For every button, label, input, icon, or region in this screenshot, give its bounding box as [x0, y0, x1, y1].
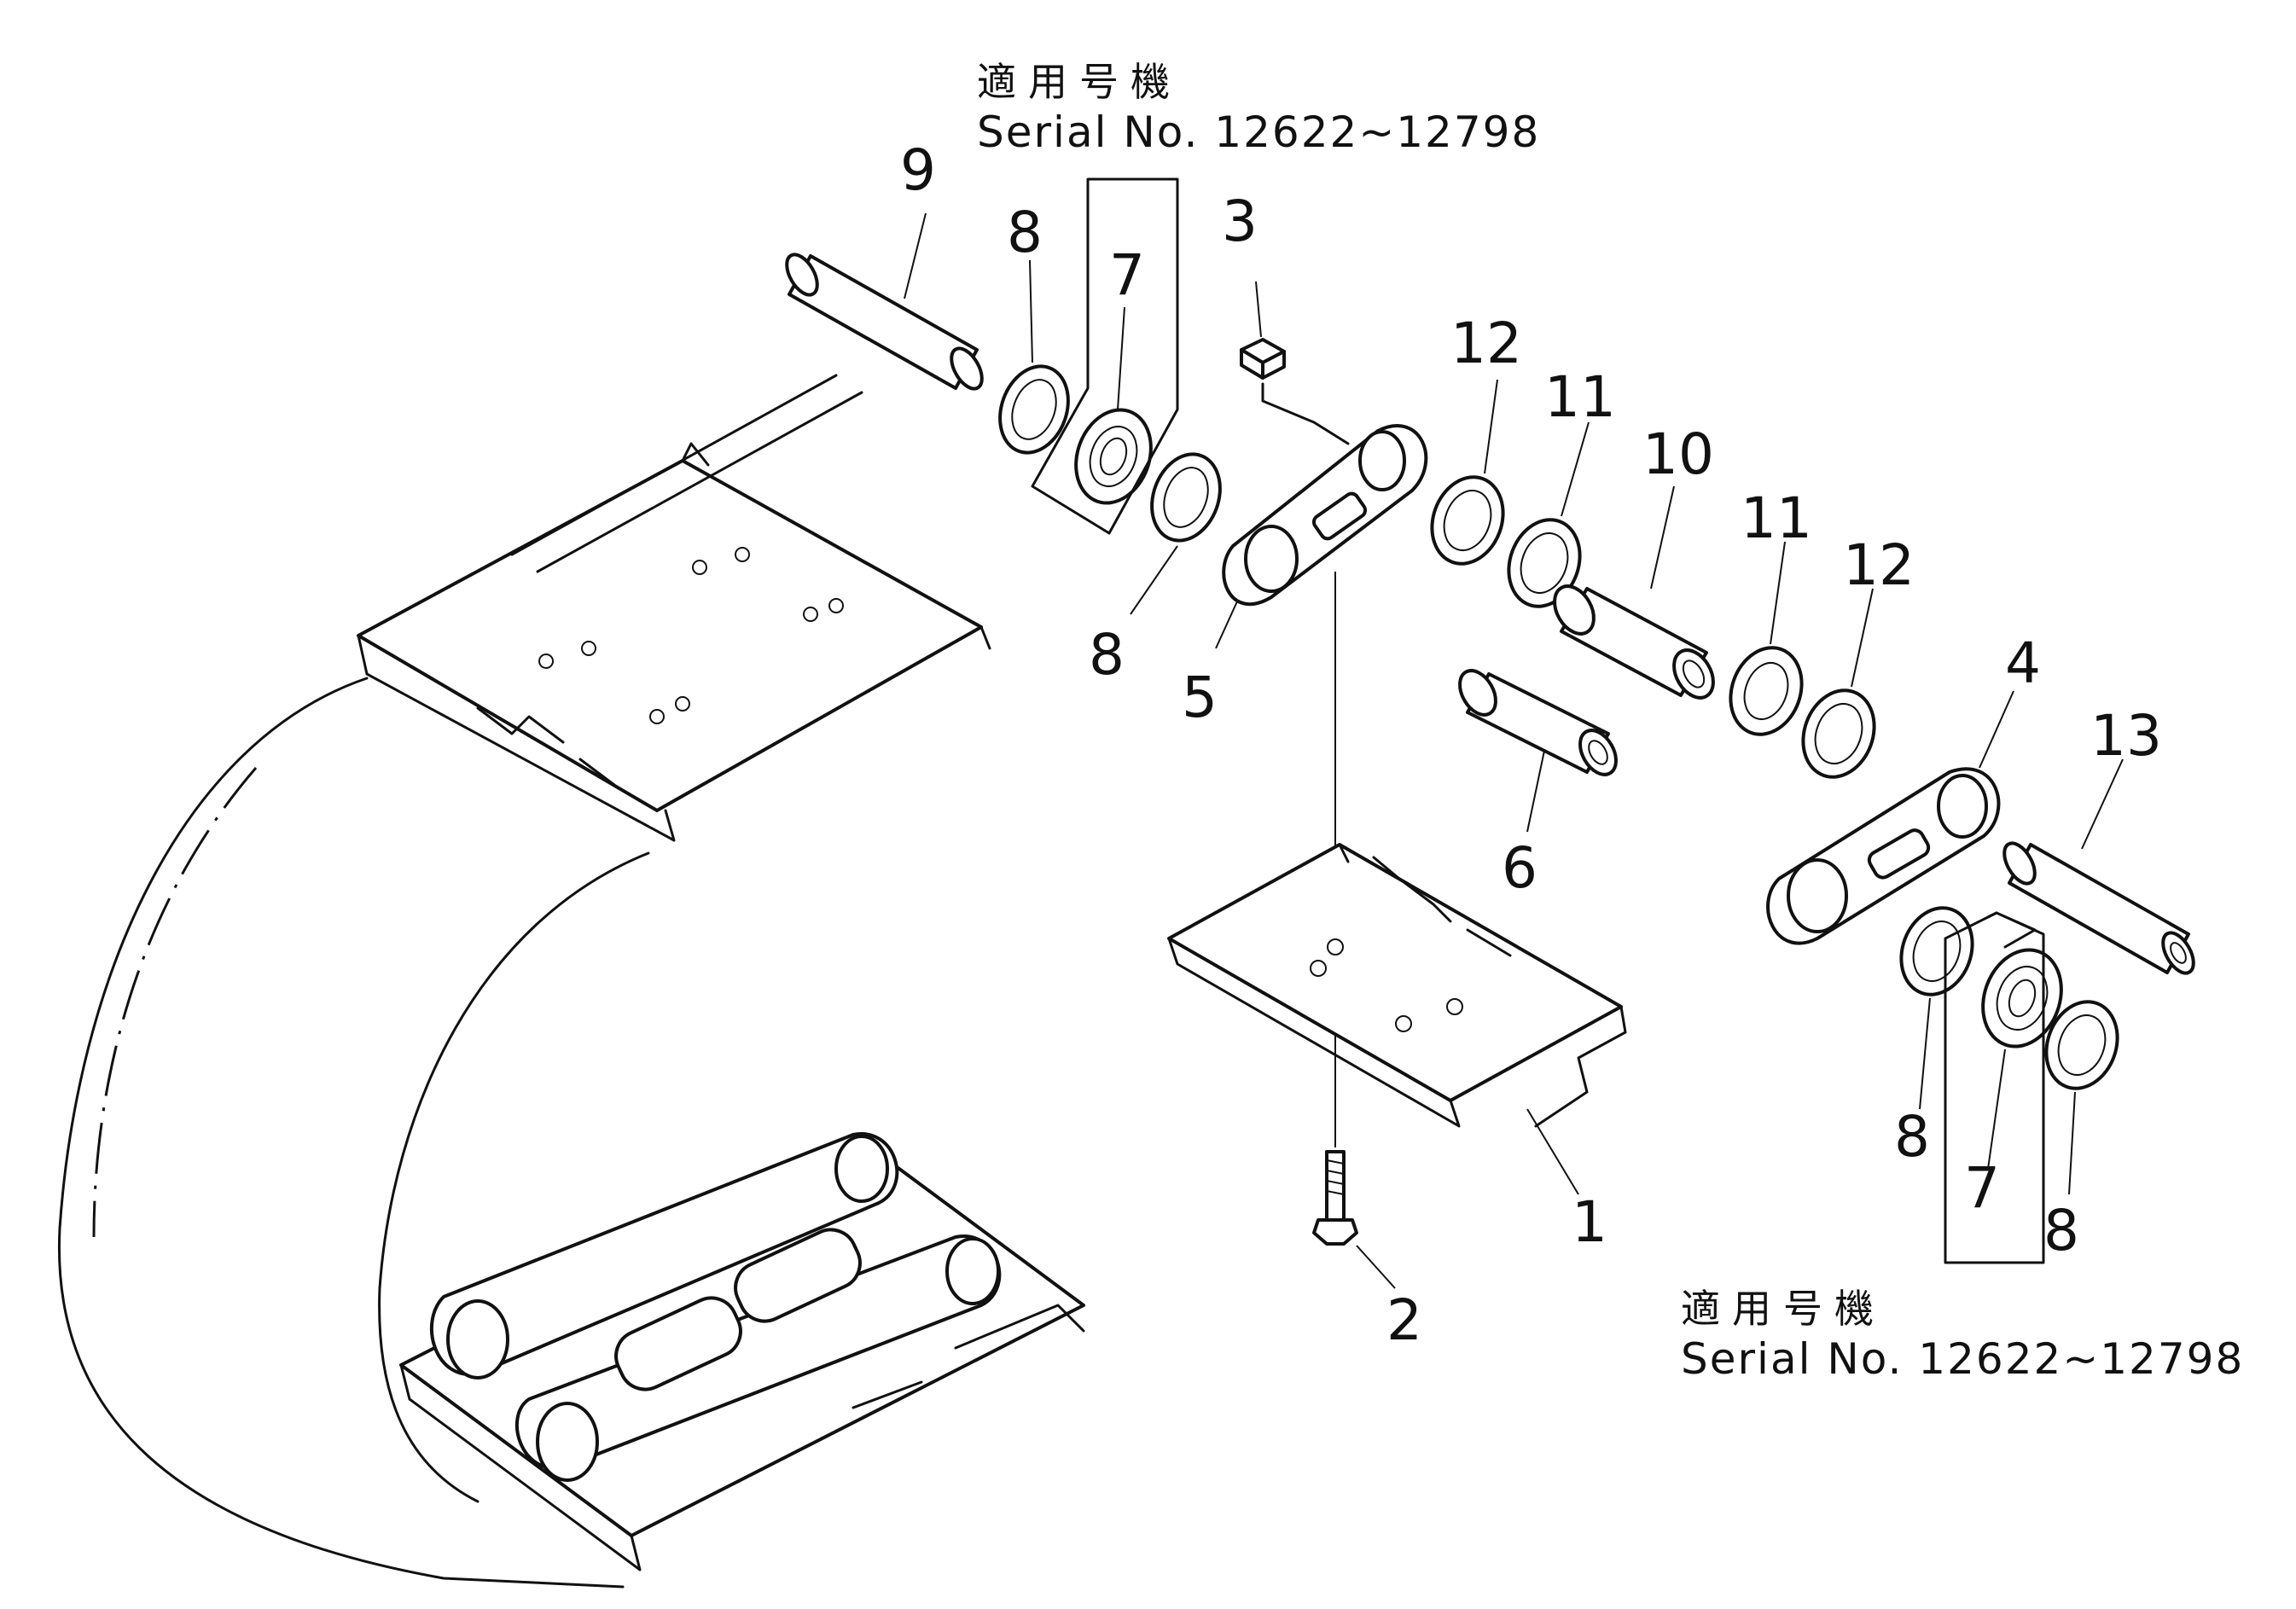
part-2-bolt: [1312, 1101, 1358, 1246]
callout-8: 8: [2043, 1198, 2079, 1263]
leader-lines: [904, 212, 2124, 1289]
callout-2: 2: [1386, 1287, 1422, 1353]
callout-5: 5: [1182, 665, 1218, 730]
part-9-pin: [785, 253, 984, 391]
part-10-bushing: [1553, 584, 1715, 700]
note-top-jp: 適用号機: [977, 59, 1182, 105]
callout-1: 1: [1572, 1189, 1607, 1255]
part-6-bushing: [1458, 669, 1618, 776]
part-5-link-left: [1222, 424, 1428, 606]
track-centerline-dashed: [92, 767, 258, 1238]
callout-11: 11: [1741, 485, 1812, 551]
track-chain-segment: [399, 1132, 1085, 1571]
bracket-top-serial: [1031, 177, 1179, 535]
part-8-seal-top-right: [1150, 452, 1222, 543]
part-8-seal-bottom-right: [2044, 1000, 2119, 1090]
callout-8: 8: [1894, 1104, 1930, 1170]
track-shoe-top: [357, 374, 991, 842]
callout-11: 11: [1544, 364, 1616, 430]
callout-labels: 9 8 7 3 8 5 12 11 10 11 12 4 13 6 1 2 8 …: [900, 137, 2162, 1353]
serial-note-top: 適用号機 Serial No. 12622~12798: [977, 59, 1540, 157]
part-8-seal-bottom-left: [1899, 906, 1974, 996]
note-bottom-jp: 適用号機: [1681, 1286, 1886, 1332]
callout-8: 8: [1089, 622, 1125, 688]
part-1-track-shoe: [1167, 843, 1627, 1128]
callout-8: 8: [1007, 200, 1043, 265]
part-7-bushing-bottom: [1981, 948, 2063, 1048]
serial-note-bottom: 適用号機 Serial No. 12622~12798: [1681, 1286, 2244, 1384]
callout-7: 7: [1109, 242, 1145, 308]
callout-6: 6: [1502, 835, 1537, 901]
callout-9: 9: [900, 137, 936, 203]
part-11-seal-lower: [1729, 646, 1804, 736]
callout-7: 7: [1964, 1155, 2000, 1221]
callout-13: 13: [2090, 703, 2162, 769]
track-loop-assembly: [57, 374, 1085, 1589]
part-4-link-right: [1766, 767, 2001, 945]
callout-4: 4: [2005, 630, 2041, 696]
note-bottom-serial: Serial No. 12622~12798: [1681, 1334, 2244, 1384]
part-13-pin: [2002, 841, 2195, 975]
part-12-seal-upper: [1430, 475, 1505, 566]
note-top-serial: Serial No. 12622~12798: [977, 107, 1540, 157]
track-band-inner: [378, 851, 650, 1503]
callout-12: 12: [1450, 311, 1522, 376]
callout-3: 3: [1222, 189, 1258, 254]
part-3-nut: [1240, 338, 1350, 445]
part-7-bushing-top: [1074, 408, 1153, 505]
callout-10: 10: [1642, 421, 1714, 487]
callout-12: 12: [1843, 532, 1915, 598]
part-12-seal-lower: [1801, 688, 1876, 779]
track-band-outline: [57, 677, 625, 1589]
part-11-seal-upper: [1507, 518, 1582, 608]
part-8-seal-top-left: [998, 364, 1070, 455]
